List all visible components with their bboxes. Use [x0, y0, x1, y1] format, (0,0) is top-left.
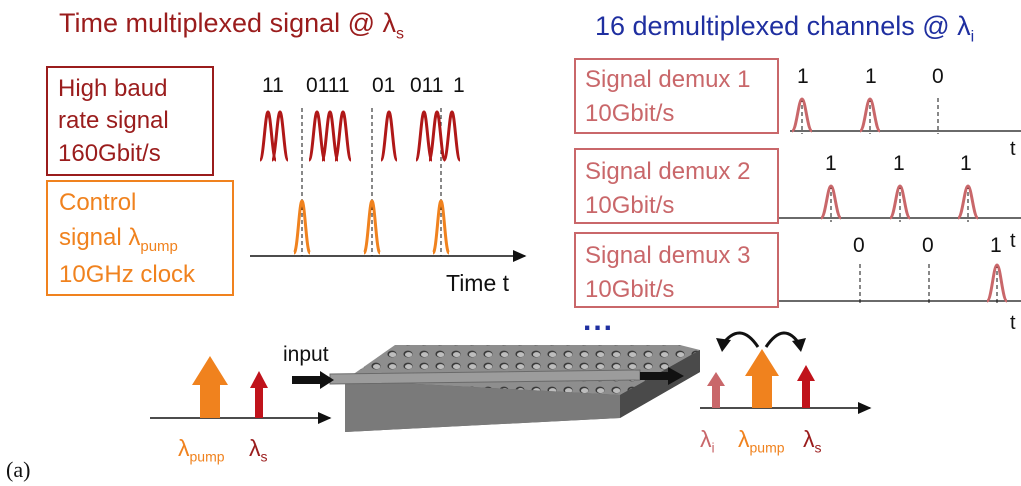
- signal-pulse: [442, 110, 462, 162]
- demux-box-1: Signal demux 1 10Gbit/s: [574, 58, 779, 134]
- demux-1-pulse: [858, 97, 882, 133]
- demux-1-rate: 10Gbit/s: [585, 100, 675, 127]
- time-axis-label: Time t: [446, 270, 510, 296]
- signal-pulse: [258, 110, 278, 162]
- conversion-arc-right: [764, 331, 802, 348]
- demux-2-pulse: [888, 184, 912, 220]
- control-box: Control signal λpump 10GHz clock: [46, 180, 234, 296]
- panel-label: (a): [6, 457, 31, 482]
- signal-pulse: [427, 110, 447, 162]
- demux-3-bit-1: 0: [853, 234, 865, 257]
- demux-1-bit-1: 1: [797, 65, 809, 88]
- demux-1-bit-3: 0: [932, 65, 944, 88]
- demux-2-pulse: [819, 184, 843, 220]
- demux-2-bit-1: 1: [825, 152, 837, 175]
- title-time-multiplexed: Time multiplexed signal @ λs: [59, 8, 405, 43]
- signal-box-line1: High baud: [58, 75, 168, 102]
- control-pulse: [431, 199, 451, 255]
- control-pulse-train: [292, 199, 451, 255]
- lambda-pump-label-out: λpump: [738, 426, 785, 456]
- demux-3-axis-label: t: [1010, 312, 1016, 334]
- signal-pulse: [414, 110, 434, 162]
- slab-right: [620, 350, 700, 418]
- signal-pulse: [379, 110, 399, 162]
- signal-pulse: [270, 110, 290, 162]
- signal-arrow-out: [797, 365, 815, 408]
- control-pulse: [292, 199, 312, 255]
- demux-box-3: Signal demux 3 10Gbit/s: [574, 232, 779, 308]
- bit-group-3: 01: [372, 74, 396, 97]
- demux-marks: [790, 97, 1009, 305]
- conversion-arrowhead-right: [792, 338, 806, 352]
- bit-group-2: 0111: [306, 74, 350, 97]
- demux-2-bit-3: 1: [960, 152, 972, 175]
- signal-pulse: [320, 110, 340, 162]
- signal-box-line2: rate signal: [58, 107, 169, 134]
- pump-arrow-out: [745, 349, 779, 408]
- idler-arrow-out: [707, 372, 725, 408]
- demux-3-name: Signal demux 3: [585, 242, 751, 269]
- demux-1-name: Signal demux 1: [585, 66, 751, 93]
- demux-3-pulse: [985, 263, 1009, 303]
- lambda-i-label-out: λi: [700, 426, 715, 456]
- control-box-line1: Control: [59, 189, 137, 216]
- conversion-arrowhead-left: [716, 338, 731, 352]
- signal-pulse-train: [258, 110, 462, 162]
- demux-2-bit-2: 1: [893, 152, 905, 175]
- demux-1-axis-label: t: [1010, 138, 1016, 160]
- pump-arrow-in: [192, 356, 228, 418]
- signal-box-line3: 160Gbit/s: [58, 140, 161, 167]
- input-arrow: [292, 371, 334, 389]
- signal-arrow-in: [250, 371, 268, 418]
- output-arrow: [640, 367, 684, 385]
- demux-2-axis-label: t: [1010, 230, 1016, 252]
- signal-box: High baud rate signal 160Gbit/s: [46, 66, 214, 176]
- bit-group-1: 11: [262, 74, 284, 97]
- input-label: input: [283, 343, 329, 366]
- title-demultiplexed: 16 demultiplexed channels @ λi: [595, 11, 975, 46]
- signal-pulse: [307, 110, 327, 162]
- more-channels-ellipsis: ...: [583, 304, 615, 337]
- demux-3-bit-2: 0: [922, 234, 934, 257]
- lambda-pump-label-in: λpump: [178, 435, 225, 465]
- demux-2-pulse: [956, 184, 980, 220]
- demux-1-pulse: [790, 97, 814, 133]
- demux-3-bit-3: 1: [990, 234, 1002, 257]
- bit-group-4: 011: [410, 74, 444, 97]
- lambda-s-label-out: λs: [803, 426, 822, 456]
- demux-1-bit-2: 1: [865, 65, 877, 88]
- bit-group-5: 1: [453, 74, 465, 97]
- control-pulse: [362, 199, 382, 255]
- lambda-s-label-in: λs: [249, 435, 268, 465]
- slab-front: [345, 380, 620, 432]
- demux-box-2: Signal demux 2 10Gbit/s: [574, 148, 779, 224]
- demux-2-rate: 10Gbit/s: [585, 192, 675, 219]
- control-box-line2: signal λpump: [59, 224, 178, 255]
- control-box-line3: 10GHz clock: [59, 261, 196, 288]
- signal-pulse: [333, 110, 353, 162]
- demux-3-rate: 10Gbit/s: [585, 276, 675, 303]
- demux-2-name: Signal demux 2: [585, 158, 751, 185]
